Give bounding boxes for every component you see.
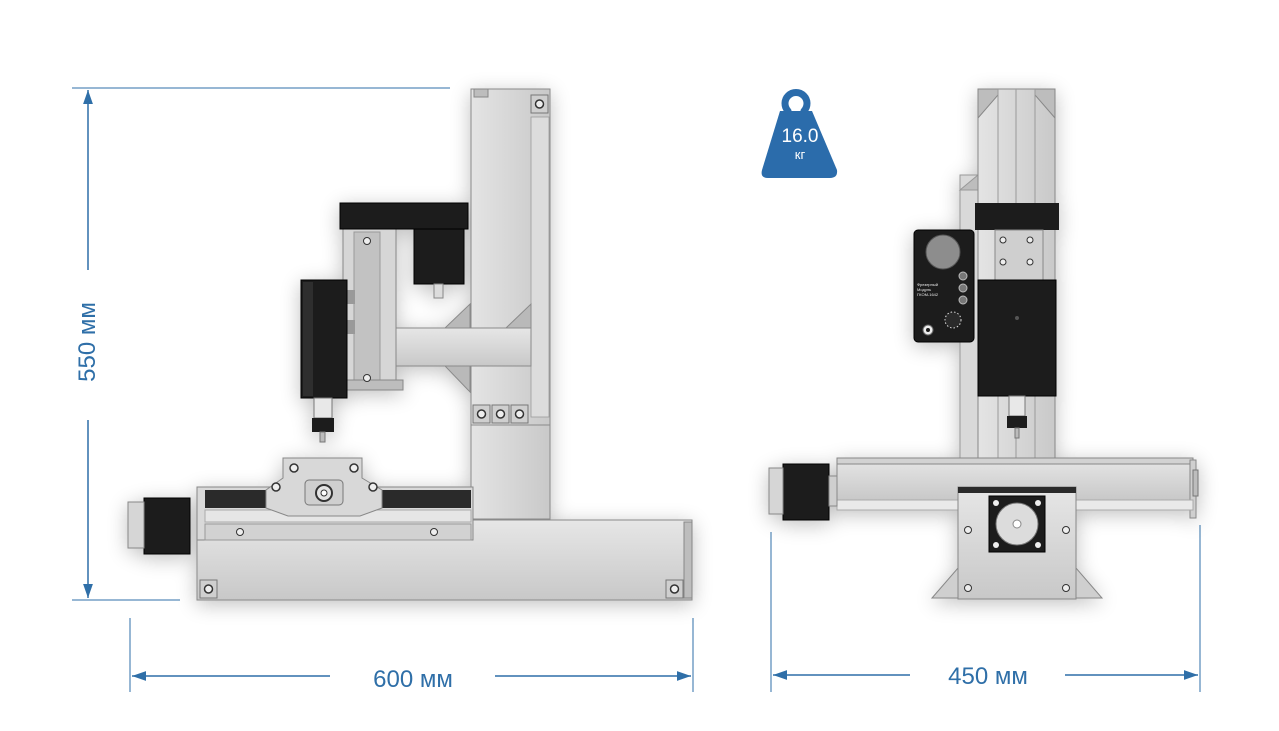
control-panel-line1: Фрезерный [917, 282, 938, 287]
weight-value: 16.0 [781, 126, 819, 147]
column-bolts [472, 404, 529, 424]
front-width-dimension [770, 525, 1201, 692]
weight-unit: кг [794, 147, 806, 162]
control-panel-line2: Модуль [917, 287, 932, 292]
weight-badge: 16.0 кг [760, 93, 840, 181]
height-dimension-label: 550 мм [74, 292, 102, 392]
control-panel-label: Фрезерный Модуль ГКОМ-1642 [917, 282, 963, 297]
weight-icon [761, 89, 838, 178]
front-view-machine [768, 88, 1199, 600]
height-dimension [72, 87, 450, 601]
side-width-dimension [129, 618, 694, 692]
front-width-dimension-label: 450 мм [938, 663, 1038, 691]
control-panel-line3: ГКОМ-1642 [917, 292, 939, 297]
side-width-dimension-label: 600 мм [363, 666, 463, 694]
side-view-machine [127, 88, 693, 601]
